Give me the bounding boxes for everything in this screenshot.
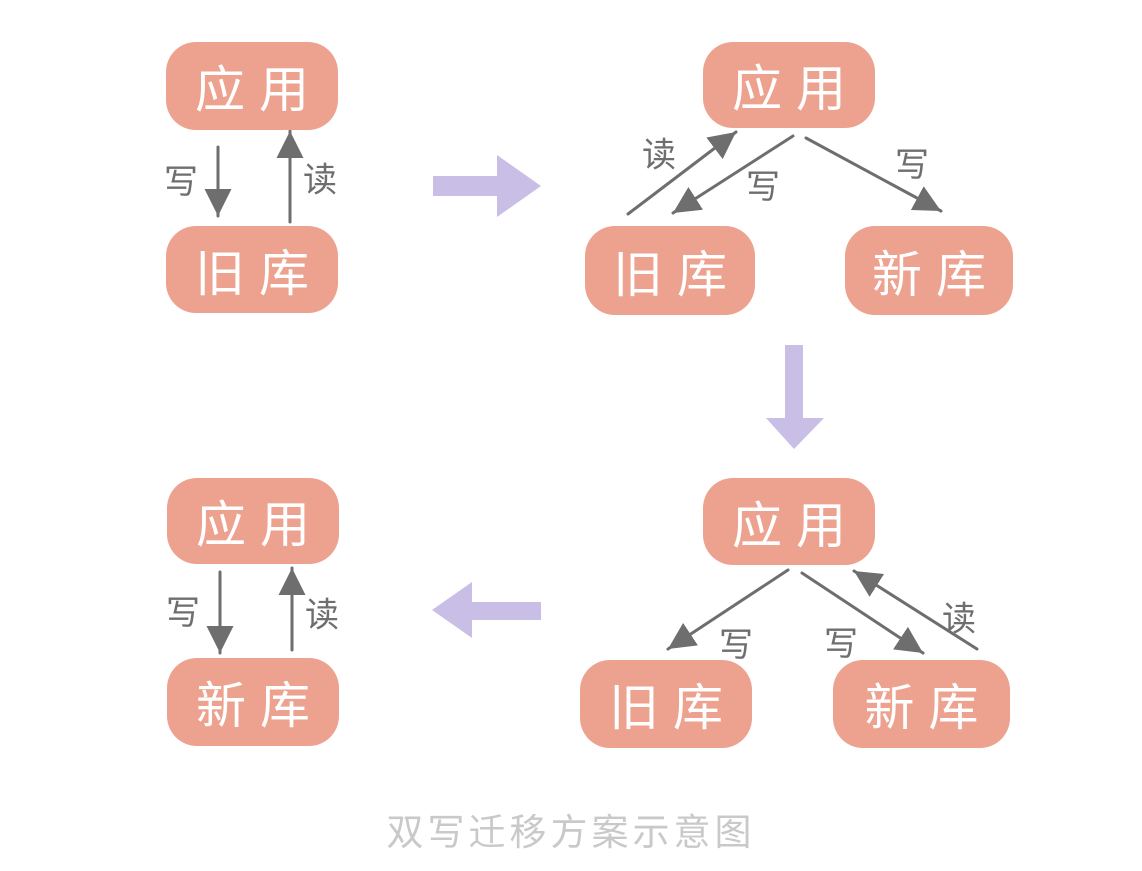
node-label-app: 应用	[196, 497, 324, 553]
node-stage4-app: 应用	[167, 478, 339, 564]
node-stage2-old-db: 旧库	[585, 226, 755, 315]
edge-label-stage3-read: 读	[942, 600, 976, 639]
node-stage2-new-db: 新库	[845, 226, 1013, 315]
edge-label-stage1-write: 写	[164, 163, 198, 202]
edge-label-stage1-read: 读	[303, 161, 337, 200]
edge-arrow-stage3-write-new	[800, 571, 925, 655]
node-label-app: 应用	[732, 61, 860, 117]
transition-arrow-down-icon	[766, 345, 824, 449]
edge-label-stage3-write-old: 写	[719, 626, 753, 665]
node-stage3-app: 应用	[703, 478, 875, 565]
node-stage3-old-db: 旧库	[580, 660, 752, 748]
node-label-old-db: 旧库	[195, 245, 323, 302]
node-stage2-app: 应用	[703, 42, 875, 128]
edge-label-stage2-read: 读	[642, 136, 676, 175]
node-label-old-db: 旧库	[609, 680, 737, 736]
edge-arrow-stage2-write-new	[804, 136, 943, 213]
node-label-app: 应用	[195, 62, 323, 118]
transition-arrow-right-icon	[433, 155, 541, 217]
diagram-caption: 双写迁移方案示意图	[386, 812, 756, 853]
edge-arrow-stage3-write-old	[666, 568, 790, 651]
node-label-app: 应用	[732, 497, 860, 554]
node-label-new-db: 新库	[196, 678, 324, 734]
edge-arrow-stage3-read	[852, 569, 979, 651]
node-label-new-db: 新库	[872, 246, 1000, 303]
node-stage1-old-db: 旧库	[166, 226, 338, 313]
edge-arrow-stage2-read	[626, 130, 738, 216]
edge-label-stage2-write-new: 写	[895, 146, 929, 185]
transition-arrow-left-icon	[432, 582, 541, 638]
edge-label-stage2-write-old: 写	[746, 168, 780, 207]
edge-label-stage4-read: 读	[305, 596, 339, 635]
node-label-old-db: 旧库	[613, 246, 741, 303]
edge-label-stage4-write: 写	[166, 594, 200, 633]
node-label-new-db: 新库	[864, 680, 993, 736]
node-stage3-new-db: 新库	[833, 660, 1010, 748]
edge-label-stage3-write-new: 写	[824, 625, 858, 664]
node-stage1-app: 应用	[166, 42, 338, 130]
edge-arrow-stage2-write-old	[671, 134, 795, 215]
node-stage4-new-db: 新库	[167, 658, 339, 746]
